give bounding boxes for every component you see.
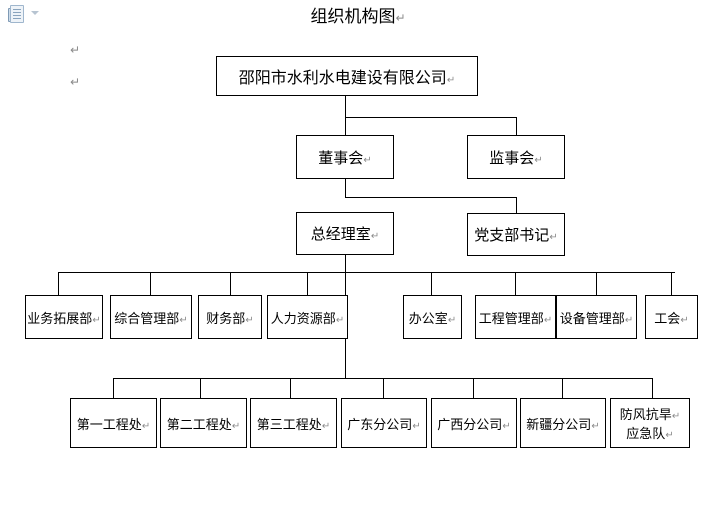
paragraph-mark: ↵ xyxy=(70,75,81,89)
node-supervisory-label: 监事会↵ xyxy=(489,148,543,167)
node-labor-union[interactable]: 工会↵ xyxy=(645,295,698,339)
connector-to-office xyxy=(431,272,432,295)
connector-to-unit-3 xyxy=(290,378,291,398)
node-wind-drought-emergency-team[interactable]: 防风抗旱↵ 应急队↵ xyxy=(610,398,690,448)
node-wind-drought-emergency-line1: 防风抗旱↵ xyxy=(619,408,681,423)
connector-to-equipment-mgmt xyxy=(596,272,597,295)
connector-to-unit-1 xyxy=(113,378,114,398)
connector-to-party-secretary xyxy=(516,197,517,213)
node-finance-label: 财务部↵ xyxy=(206,311,254,327)
node-human-resources-label: 人力资源部↵ xyxy=(270,311,345,327)
node-office-label: 办公室↵ xyxy=(408,311,457,327)
connector-to-unit-6 xyxy=(562,378,563,398)
chevron-down-icon[interactable] xyxy=(31,11,39,15)
node-guangxi-branch[interactable]: 广西分公司↵ xyxy=(431,398,517,448)
node-labor-union-label: 工会↵ xyxy=(654,311,689,327)
connector-bus-level2 xyxy=(345,117,516,118)
node-board-of-directors[interactable]: 董事会↵ xyxy=(296,135,394,179)
node-board-label: 董事会↵ xyxy=(318,148,372,167)
node-equipment-management-label: 设备管理部↵ xyxy=(559,311,634,327)
node-company-label: 邵阳市水利水电建设有限公司↵ xyxy=(238,68,456,87)
paragraph-mark: ↵ xyxy=(70,43,81,57)
node-business-development-label: 业务拓展部↵ xyxy=(27,311,101,327)
document-sheet-icon xyxy=(10,5,24,23)
connector-to-unit-5 xyxy=(473,378,474,398)
page-title-text: 组织机构图 xyxy=(310,7,396,27)
node-supervisory-board[interactable]: 监事会↵ xyxy=(467,135,565,179)
connector-to-union xyxy=(671,272,672,295)
node-xinjiang-branch[interactable]: 新疆分公司↵ xyxy=(520,398,606,448)
connector-company-down xyxy=(345,95,346,118)
connector-to-project-mgmt xyxy=(515,272,516,295)
node-business-development-dept[interactable]: 业务拓展部↵ xyxy=(25,295,103,339)
connector-to-unit-4 xyxy=(383,378,384,398)
node-second-engineering-division[interactable]: 第二工程处↵ xyxy=(160,398,247,448)
node-gm-label: 总经理室↵ xyxy=(310,225,380,243)
connector-to-unit-2 xyxy=(200,378,201,398)
connector-bus-level3 xyxy=(345,197,517,198)
node-guangxi-branch-label: 广西分公司↵ xyxy=(437,417,511,433)
connector-to-general-mgmt xyxy=(150,272,151,295)
connector-to-business-dev xyxy=(58,272,59,295)
node-xinjiang-branch-label: 新疆分公司↵ xyxy=(526,417,600,433)
connector-to-unit-7 xyxy=(652,378,653,398)
node-third-engineering-label: 第三工程处↵ xyxy=(256,417,331,433)
node-project-management-dept[interactable]: 工程管理部↵ xyxy=(475,295,556,339)
paragraph-mark: ↵ xyxy=(395,11,406,25)
node-party-secretary[interactable]: 党支部书记↵ xyxy=(467,213,565,256)
node-general-manager-office[interactable]: 总经理室↵ xyxy=(296,212,394,255)
node-first-engineering-label: 第一工程处↵ xyxy=(76,417,151,433)
connector-board-down xyxy=(345,178,346,198)
paste-options-icon[interactable] xyxy=(8,4,26,24)
connector-to-hr xyxy=(307,272,308,295)
node-guangdong-branch[interactable]: 广东分公司↵ xyxy=(341,398,427,448)
node-wind-drought-emergency-line2: 应急队↵ xyxy=(626,427,674,442)
page-title: 组织机构图↵ xyxy=(0,6,716,29)
node-office[interactable]: 办公室↵ xyxy=(403,295,462,339)
node-general-management-dept[interactable]: 综合管理部↵ xyxy=(110,295,192,339)
node-equipment-management-dept[interactable]: 设备管理部↵ xyxy=(556,295,637,339)
node-guangdong-branch-label: 广东分公司↵ xyxy=(347,417,421,433)
node-company[interactable]: 邵阳市水利水电建设有限公司↵ xyxy=(216,56,478,96)
node-finance-dept[interactable]: 财务部↵ xyxy=(198,295,262,339)
node-second-engineering-label: 第二工程处↵ xyxy=(166,417,241,433)
node-first-engineering-division[interactable]: 第一工程处↵ xyxy=(70,398,157,448)
node-project-management-label: 工程管理部↵ xyxy=(478,311,553,327)
node-general-management-label: 综合管理部↵ xyxy=(114,311,188,327)
node-third-engineering-division[interactable]: 第三工程处↵ xyxy=(250,398,337,448)
connector-to-board xyxy=(345,117,346,136)
connector-bus-level4 xyxy=(58,272,675,273)
node-human-resources-dept[interactable]: 人力资源部↵ xyxy=(267,295,348,339)
node-party-secretary-label: 党支部书记↵ xyxy=(474,226,558,244)
connector-to-supervisory xyxy=(516,117,517,136)
connector-to-finance xyxy=(230,272,231,295)
